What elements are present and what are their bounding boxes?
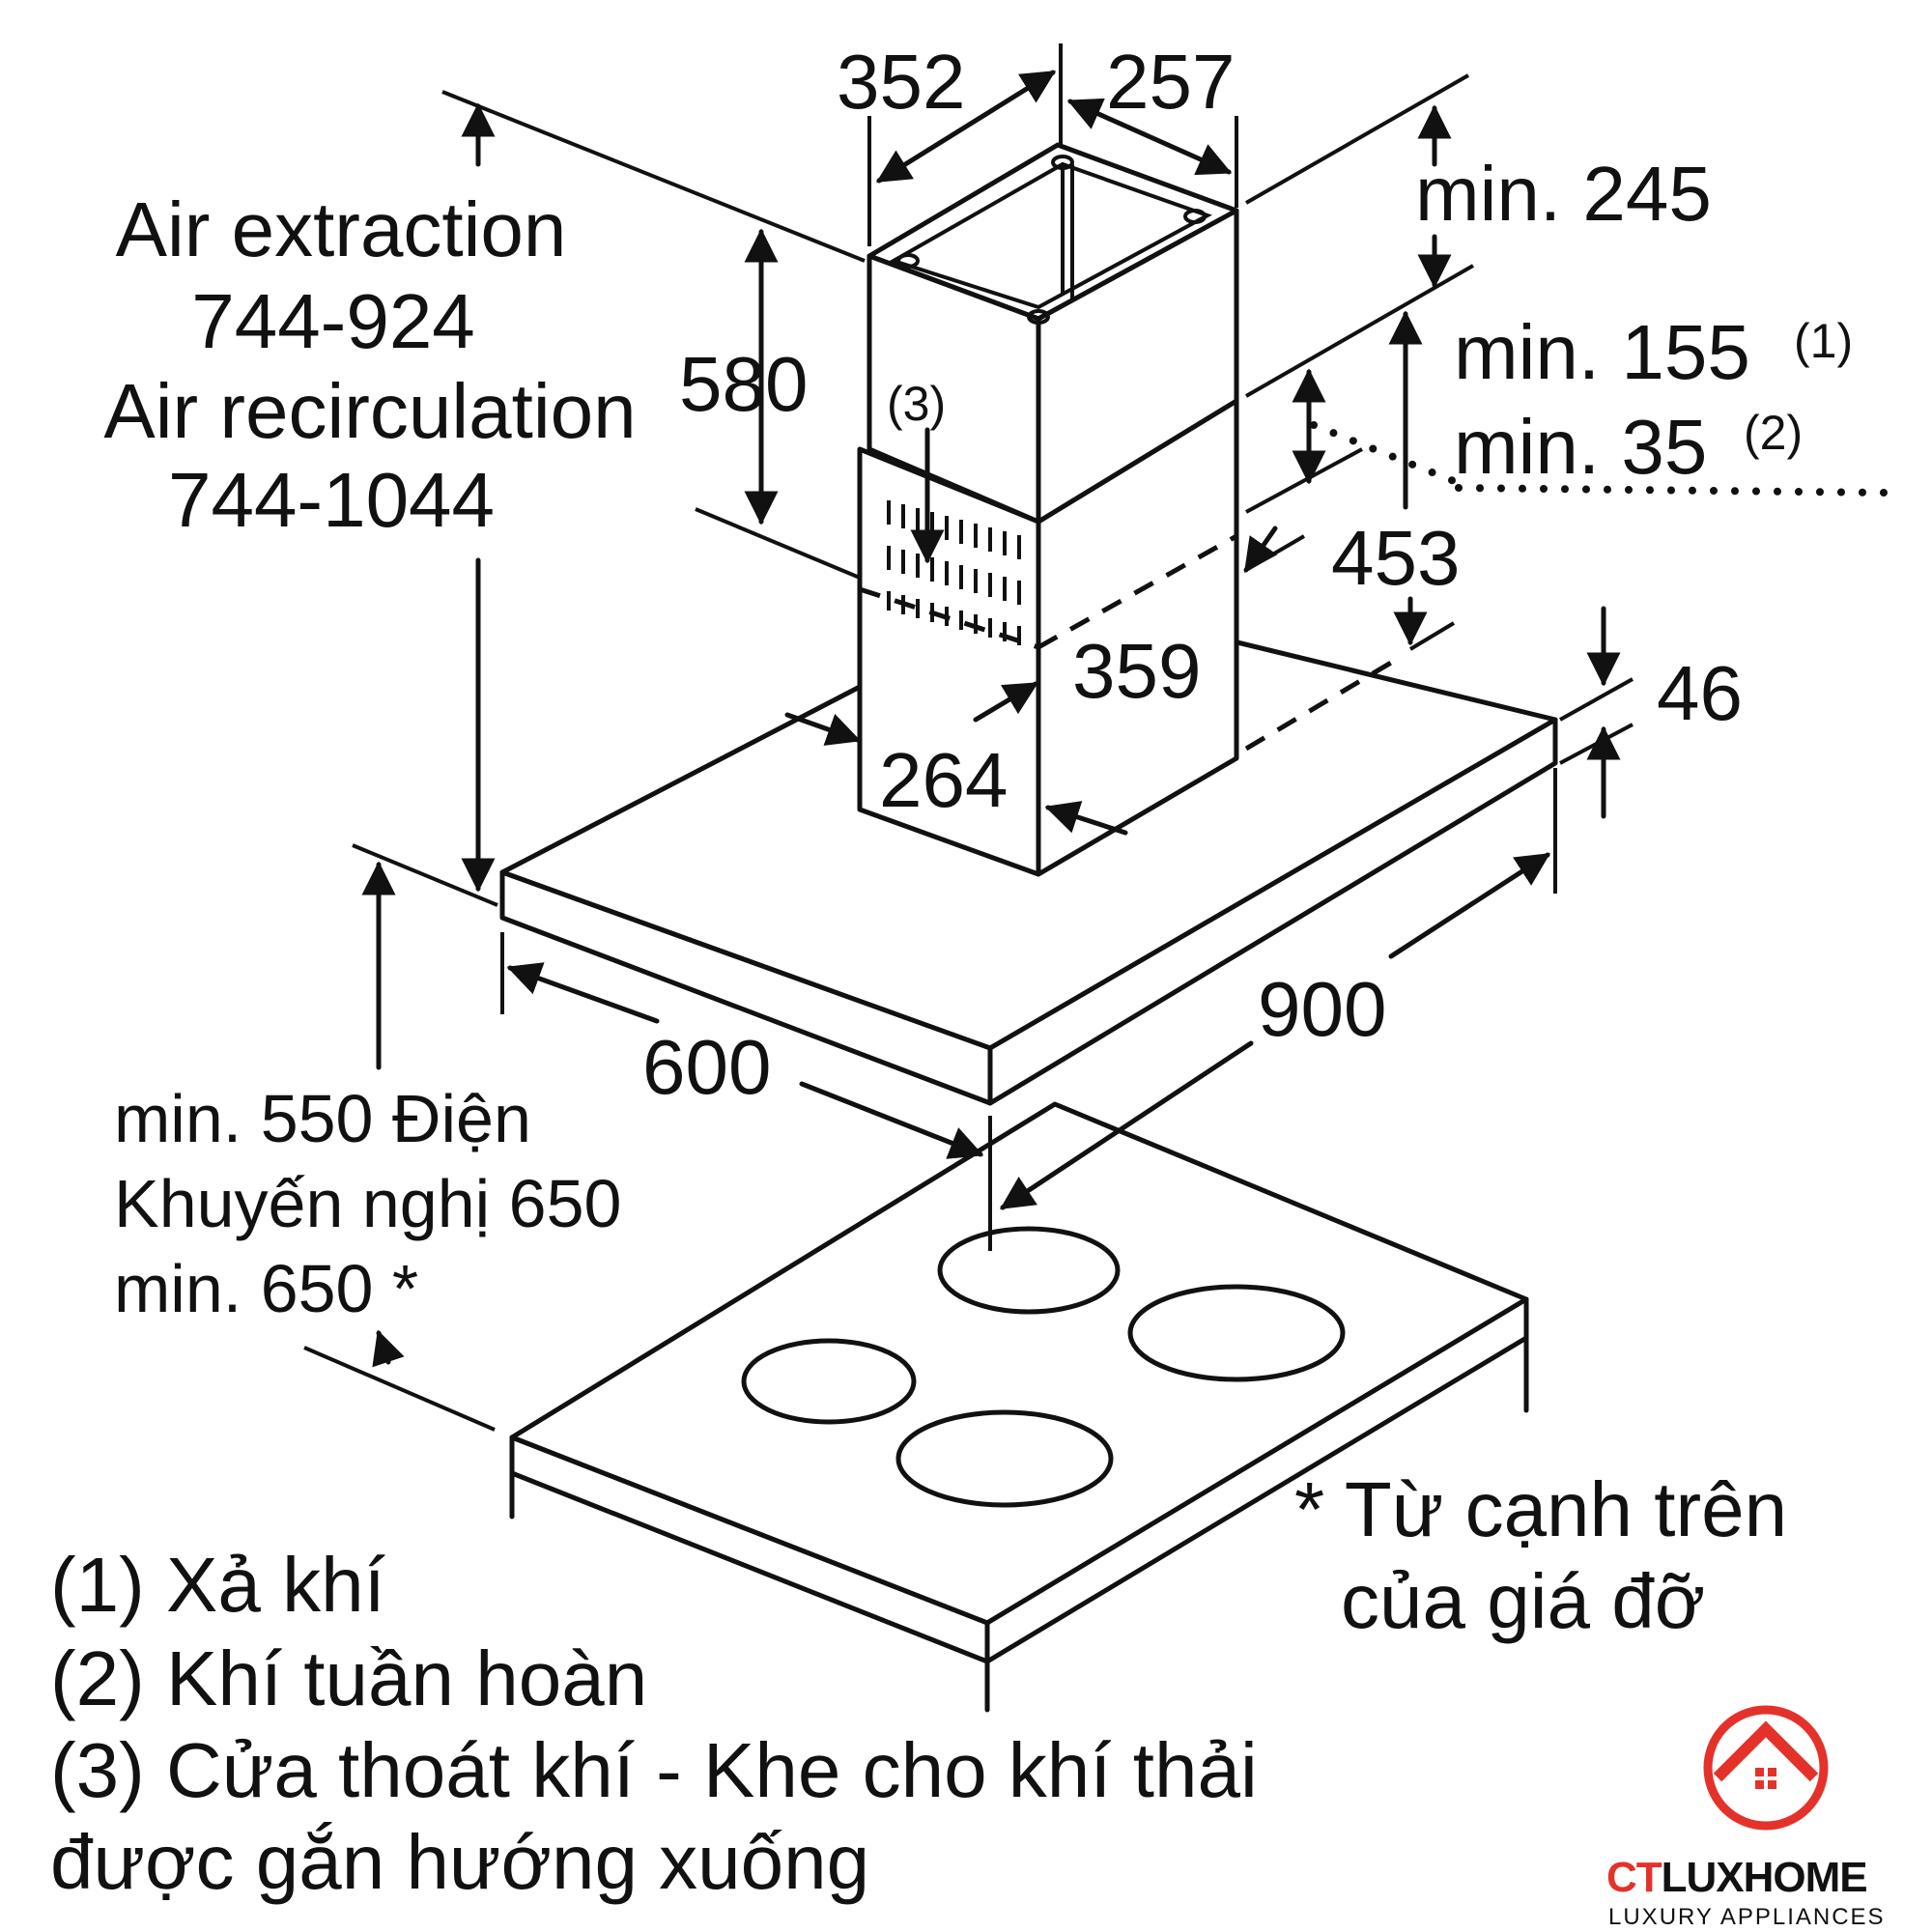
dim-46: 46 — [1657, 650, 1743, 736]
burner-front — [895, 1409, 1114, 1508]
footnote: * Từ cạnh trên của giá đỡ — [1294, 1466, 1787, 1644]
upper-chimney-side — [1036, 208, 1239, 525]
legend: (1) Xả khí (2) Khí tuần hoàn (3) Cửa tho… — [50, 1542, 1258, 1905]
house-icon — [1703, 1705, 1829, 1831]
screw-hole-3 — [1183, 209, 1207, 224]
screw-hole-2 — [1027, 309, 1050, 325]
air-extraction-value: 744-924 — [191, 278, 475, 364]
dim-352: 352 — [837, 39, 965, 125]
chimney-opening — [889, 161, 1212, 310]
footnote-line-1: * Từ cạnh trên — [1294, 1466, 1787, 1552]
burner-back — [937, 1226, 1121, 1315]
air-recirculation-label: Air recirculation — [103, 368, 636, 454]
dim-257: 257 — [1106, 39, 1235, 125]
dim-min-35: min. 35 — [1454, 404, 1707, 490]
dim-580: 580 — [679, 341, 808, 427]
legend-item-2: (2) Khí tuần hoàn — [50, 1635, 647, 1721]
burner-right — [1127, 1284, 1346, 1382]
clearance-line-3: min. 650 * — [114, 1251, 418, 1326]
clearance-line-1: min. 550 Điện — [114, 1081, 531, 1156]
dim-600: 600 — [642, 1024, 771, 1110]
vent-ref-3: (3) — [887, 377, 946, 431]
burner-left — [741, 1338, 917, 1425]
clearance-notes: min. 550 Điện Khuyến nghị 650 min. 650 * — [114, 1081, 621, 1326]
screw-hole — [896, 253, 920, 269]
clearance-line-2: Khuyến nghị 650 — [114, 1166, 621, 1241]
footnote-line-2: của giá đỡ — [1341, 1558, 1705, 1644]
legend-item-3: (3) Cửa thoát khí - Khe cho khí thải — [50, 1727, 1258, 1813]
dimension-lines — [303, 43, 1888, 1432]
dim-453: 453 — [1331, 515, 1460, 601]
dim-min-245: min. 245 — [1415, 151, 1712, 237]
legend-item-4: được gắn hướng xuống — [50, 1819, 869, 1905]
dim-900: 900 — [1258, 966, 1386, 1052]
air-recirculation-value: 744-1044 — [168, 457, 495, 543]
height-ranges: Air extraction 744-924 Air recirculation… — [103, 186, 636, 543]
chimney-hidden-line — [859, 586, 1039, 650]
legend-item-1: (1) Xả khí — [50, 1542, 385, 1628]
dimension-labels: 352 257 min. 245 580 min. 155 (1) min. 3… — [642, 39, 1853, 1110]
chimney-hidden-line-2 — [1037, 533, 1238, 650]
brand-tagline: LUXURY APPLIANCES — [1608, 1904, 1886, 1930]
note-ref-1: (1) — [1794, 314, 1853, 368]
cooktop-side — [984, 1296, 1529, 1664]
brand-name: CTLUXHOME — [1606, 1854, 1867, 1901]
dim-264: 264 — [879, 737, 1008, 823]
note-ref-2: (2) — [1744, 406, 1803, 460]
dim-min-155: min. 155 — [1454, 309, 1750, 395]
brand-logo: CTLUXHOME LUXURY APPLIANCES — [1606, 1705, 1886, 1930]
canopy-hidden-edge — [1244, 660, 1393, 752]
cooktop-drawing — [509, 1101, 1529, 1713]
range-hood-drawing — [499, 142, 1558, 1106]
air-outlet-slots — [887, 500, 1021, 645]
air-extraction-label: Air extraction — [116, 186, 567, 272]
dim-359: 359 — [1072, 628, 1201, 714]
canopy-side — [987, 717, 1558, 1106]
